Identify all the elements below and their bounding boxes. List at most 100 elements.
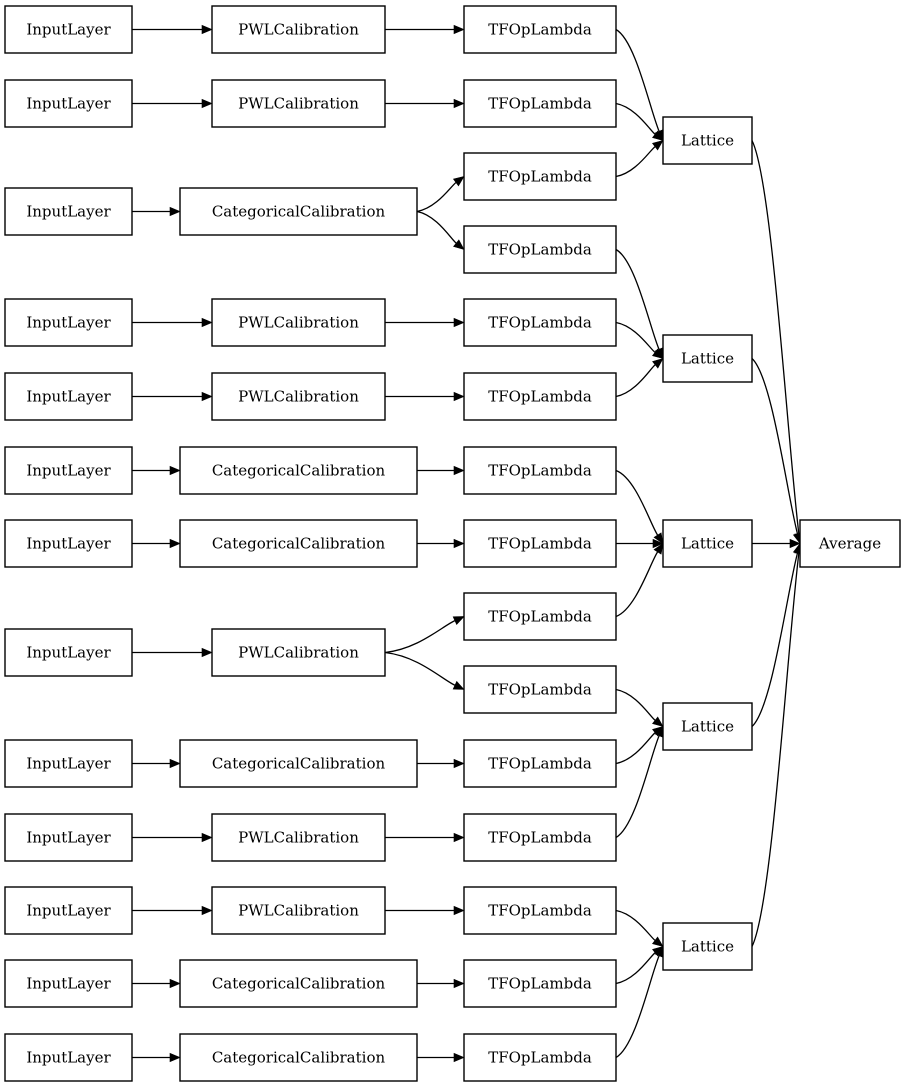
node-tfop-lambda[interactable]: TFOpLambda xyxy=(463,372,617,421)
node-box[interactable] xyxy=(4,187,133,236)
node-box[interactable] xyxy=(4,372,133,421)
edge-pwlcalibration-to-tfop-lambda xyxy=(384,616,465,654)
node-box[interactable] xyxy=(463,959,617,1008)
node-lattice[interactable]: Lattice xyxy=(662,702,753,751)
node-box[interactable] xyxy=(211,628,386,677)
node-input-layer[interactable]: InputLayer xyxy=(4,372,133,421)
node-input-layer[interactable]: InputLayer xyxy=(4,5,133,54)
node-box[interactable] xyxy=(463,665,617,714)
edge-input-layer-to-categorical-calibration xyxy=(132,978,181,989)
node-tfop-lambda[interactable]: TFOpLambda xyxy=(463,152,617,201)
node-box[interactable] xyxy=(4,739,133,788)
node-box[interactable] xyxy=(179,519,418,568)
node-input-layer[interactable]: InputLayer xyxy=(4,79,133,128)
node-pwlcalibration[interactable]: PWLCalibration xyxy=(211,79,386,128)
node-categorical-calibration[interactable]: CategoricalCalibration xyxy=(179,739,418,788)
node-box[interactable] xyxy=(662,334,753,383)
node-pwlcalibration[interactable]: PWLCalibration xyxy=(211,5,386,54)
edge-line xyxy=(615,321,656,353)
node-pwlcalibration[interactable]: PWLCalibration xyxy=(211,372,386,421)
node-tfop-lambda[interactable]: TFOpLambda xyxy=(463,225,617,274)
node-input-layer[interactable]: InputLayer xyxy=(4,519,133,568)
node-box[interactable] xyxy=(463,225,617,274)
node-box[interactable] xyxy=(179,739,418,788)
node-box[interactable] xyxy=(211,5,386,54)
node-input-layer[interactable]: InputLayer xyxy=(4,298,133,347)
node-box[interactable] xyxy=(179,959,418,1008)
node-pwlcalibration[interactable]: PWLCalibration xyxy=(211,298,386,347)
node-box[interactable] xyxy=(211,886,386,935)
edge-input-layer-to-pwlcalibration xyxy=(132,647,213,658)
node-categorical-calibration[interactable]: CategoricalCalibration xyxy=(179,446,418,495)
node-categorical-calibration[interactable]: CategoricalCalibration xyxy=(179,519,418,568)
node-tfop-lambda[interactable]: TFOpLambda xyxy=(463,79,617,128)
node-tfop-lambda[interactable]: TFOpLambda xyxy=(463,5,617,54)
node-box[interactable] xyxy=(463,372,617,421)
node-average[interactable]: Average xyxy=(799,519,901,568)
node-box[interactable] xyxy=(4,446,133,495)
node-input-layer[interactable]: InputLayer xyxy=(4,886,133,935)
node-box[interactable] xyxy=(463,446,617,495)
node-lattice[interactable]: Lattice xyxy=(662,116,753,165)
node-box[interactable] xyxy=(662,922,753,971)
node-input-layer[interactable]: InputLayer xyxy=(4,446,133,495)
node-box[interactable] xyxy=(4,519,133,568)
node-box[interactable] xyxy=(211,813,386,862)
node-box[interactable] xyxy=(463,5,617,54)
node-box[interactable] xyxy=(463,739,617,788)
node-box[interactable] xyxy=(799,519,901,568)
node-input-layer[interactable]: InputLayer xyxy=(4,813,133,862)
node-box[interactable] xyxy=(463,79,617,128)
node-box[interactable] xyxy=(463,813,617,862)
node-tfop-lambda[interactable]: TFOpLambda xyxy=(463,959,617,1008)
node-box[interactable] xyxy=(662,519,753,568)
node-box[interactable] xyxy=(4,628,133,677)
node-box[interactable] xyxy=(4,298,133,347)
node-categorical-calibration[interactable]: CategoricalCalibration xyxy=(179,1033,418,1082)
node-box[interactable] xyxy=(662,702,753,751)
node-categorical-calibration[interactable]: CategoricalCalibration xyxy=(179,187,418,236)
node-tfop-lambda[interactable]: TFOpLambda xyxy=(463,813,617,862)
node-pwlcalibration[interactable]: PWLCalibration xyxy=(211,628,386,677)
node-box[interactable] xyxy=(662,116,753,165)
node-input-layer[interactable]: InputLayer xyxy=(4,628,133,677)
node-input-layer[interactable]: InputLayer xyxy=(4,739,133,788)
node-categorical-calibration[interactable]: CategoricalCalibration xyxy=(179,959,418,1008)
node-box[interactable] xyxy=(211,372,386,421)
node-tfop-lambda[interactable]: TFOpLambda xyxy=(463,446,617,495)
node-box[interactable] xyxy=(211,79,386,128)
node-tfop-lambda[interactable]: TFOpLambda xyxy=(463,1033,617,1082)
node-input-layer[interactable]: InputLayer xyxy=(4,187,133,236)
node-box[interactable] xyxy=(463,592,617,641)
node-tfop-lambda[interactable]: TFOpLambda xyxy=(463,739,617,788)
node-box[interactable] xyxy=(179,187,418,236)
node-box[interactable] xyxy=(4,79,133,128)
edge-tfop-lambda-to-lattice xyxy=(615,725,664,839)
node-box[interactable] xyxy=(211,298,386,347)
node-lattice[interactable]: Lattice xyxy=(662,334,753,383)
node-box[interactable] xyxy=(179,1033,418,1082)
node-box[interactable] xyxy=(463,519,617,568)
node-lattice[interactable]: Lattice xyxy=(662,519,753,568)
node-tfop-lambda[interactable]: TFOpLambda xyxy=(463,519,617,568)
node-tfop-lambda[interactable]: TFOpLambda xyxy=(463,665,617,714)
node-box[interactable] xyxy=(4,5,133,54)
node-box[interactable] xyxy=(463,1033,617,1082)
node-pwlcalibration[interactable]: PWLCalibration xyxy=(211,813,386,862)
node-box[interactable] xyxy=(463,886,617,935)
node-box[interactable] xyxy=(4,1033,133,1082)
node-input-layer[interactable]: InputLayer xyxy=(4,1033,133,1082)
node-box[interactable] xyxy=(4,959,133,1008)
node-box[interactable] xyxy=(4,886,133,935)
node-box[interactable] xyxy=(463,298,617,347)
node-box[interactable] xyxy=(4,813,133,862)
node-tfop-lambda[interactable]: TFOpLambda xyxy=(463,298,617,347)
node-box[interactable] xyxy=(179,446,418,495)
node-input-layer[interactable]: InputLayer xyxy=(4,959,133,1008)
node-pwlcalibration[interactable]: PWLCalibration xyxy=(211,886,386,935)
node-box[interactable] xyxy=(463,152,617,201)
node-tfop-lambda[interactable]: TFOpLambda xyxy=(463,886,617,935)
edge-tfop-lambda-to-lattice xyxy=(616,538,664,549)
node-lattice[interactable]: Lattice xyxy=(662,922,753,971)
node-tfop-lambda[interactable]: TFOpLambda xyxy=(463,592,617,641)
